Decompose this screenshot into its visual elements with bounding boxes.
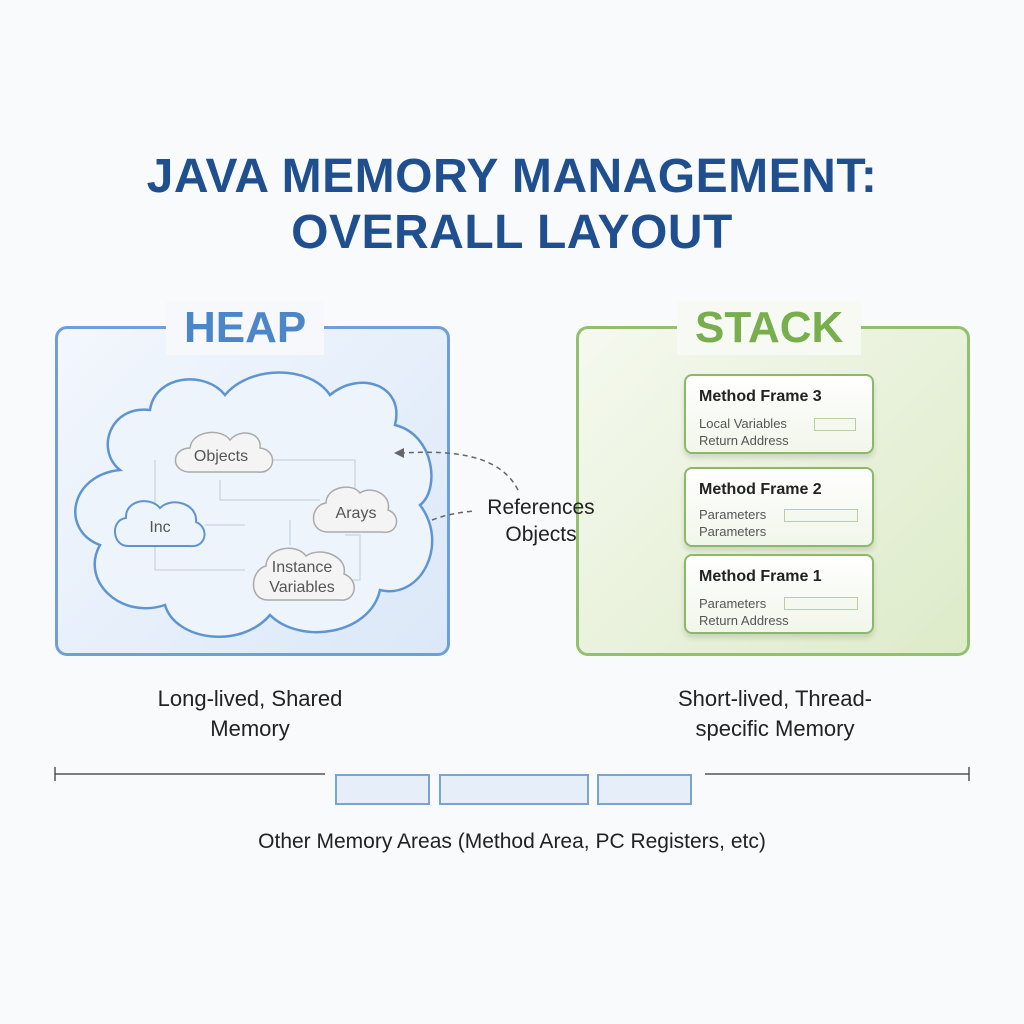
other-memory-block-1 (335, 774, 430, 805)
frame-line: Return Address (699, 613, 789, 628)
frame-line: Parameters (699, 524, 767, 539)
references-label: References Objects (470, 494, 612, 548)
heap-caption-line-1: Long-lived, Shared (157, 686, 343, 711)
stack-caption-line-2: specific Memory (695, 716, 855, 741)
heap-caption: Long-lived, Shared Memory (120, 684, 380, 744)
stack-title: STACK (677, 301, 862, 355)
frame-line: Parameters (699, 507, 767, 522)
heap-title: HEAP (166, 301, 325, 355)
frame-title: Method Frame 1 (699, 568, 822, 585)
instance-label-line-2: Variables (269, 579, 335, 596)
stack-caption: Short-lived, Thread- specific Memory (640, 684, 910, 744)
stack-caption-line-1: Short-lived, Thread- (677, 686, 872, 711)
heap-arrays-label: Arays (335, 505, 377, 522)
frame-slot (814, 418, 856, 431)
instance-label-line-1: Instance (271, 559, 333, 576)
heap-objects-label: Objects (193, 448, 249, 465)
heap-panel: HEAP (55, 301, 450, 656)
frame-line: Parameters (699, 596, 767, 611)
frame-slot (784, 509, 858, 522)
heap-instance-variables-label: Instance Variables (262, 558, 342, 598)
frame-title: Method Frame 3 (699, 388, 822, 405)
other-memory-block-3 (597, 774, 692, 805)
heap-caption-line-2: Memory (210, 716, 290, 741)
diagram-title-line-1: JAVA MEMORY MANAGEMENT: (146, 150, 878, 203)
heap-inc-label: Inc (149, 519, 171, 536)
method-frame-1: Method Frame 1 Parameters Return Address (684, 554, 874, 634)
other-memory-caption: Other Memory Areas (Method Area, PC Regi… (258, 830, 766, 853)
references-line-1: References (487, 496, 595, 519)
diagram-title-line-2: OVERALL LAYOUT (291, 206, 733, 259)
method-frame-2: Method Frame 2 Parameters Parameters (684, 467, 874, 547)
method-frame-3: Method Frame 3 Local Variables Return Ad… (684, 374, 874, 454)
other-memory-block-2 (439, 774, 589, 805)
frame-title: Method Frame 2 (699, 481, 822, 498)
frame-line: Local Variables (699, 416, 787, 431)
frame-line: Return Address (699, 433, 789, 448)
references-line-2: Objects (505, 523, 577, 546)
frame-slot (784, 597, 858, 610)
